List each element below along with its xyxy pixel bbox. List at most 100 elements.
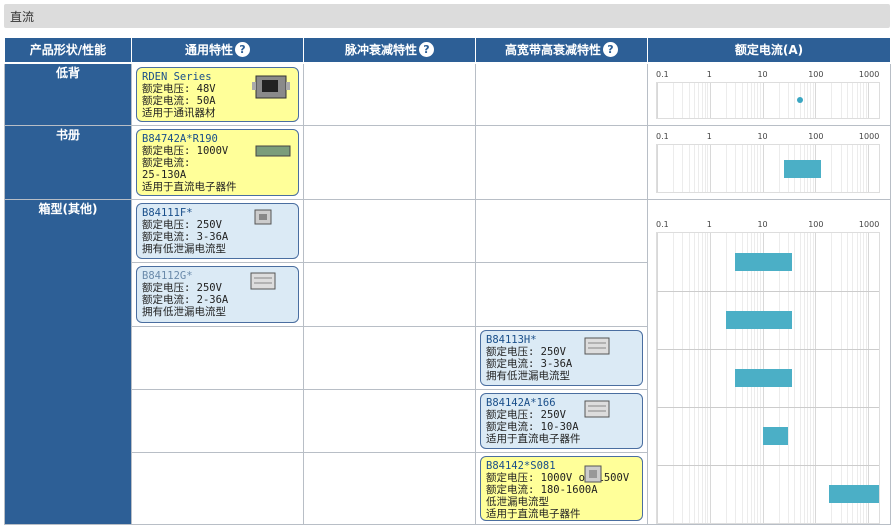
row-divider: [657, 465, 879, 467]
grid-line: [762, 145, 764, 193]
section-title-bar: 直流: [4, 4, 890, 28]
grid-line: [725, 233, 727, 523]
grid-line: [831, 82, 833, 119]
chart-plot: [656, 144, 880, 194]
grid-line: [682, 82, 684, 119]
current-range-bar: [734, 253, 792, 272]
header-rated-current: 额定电流(A): [647, 36, 891, 64]
product-card[interactable]: B84111F* 额定电压: 250V 额定电流: 3-36A 拥有低泄漏电流型: [136, 203, 299, 260]
row-group-book: 书册: [4, 125, 132, 201]
grid-line: [709, 82, 711, 119]
axis-tick-label: 1000: [858, 69, 880, 79]
grid-line: [815, 233, 817, 523]
grid-line: [778, 82, 780, 119]
grid-line: [754, 145, 756, 193]
grid-line: [810, 233, 812, 523]
product-card[interactable]: B84142A*166 额定电压: 250V 额定电流: 10-30A 适用于直…: [480, 392, 643, 449]
product-card[interactable]: B84742A*R190 额定电压: 1000V 额定电流: 25-130A 适…: [136, 129, 299, 197]
grid-line: [734, 82, 736, 119]
grid-line: [693, 233, 695, 523]
help-icon[interactable]: ?: [603, 42, 618, 58]
grid-line: [840, 145, 842, 193]
grid-line: [698, 145, 700, 193]
axis-tick-label: 1: [706, 132, 712, 142]
help-icon[interactable]: ?: [235, 42, 250, 58]
header-wideband: 高宽带高衰减特性?: [475, 36, 648, 64]
grid-line: [762, 82, 764, 119]
help-icon[interactable]: ?: [419, 42, 434, 58]
grid-line: [863, 82, 865, 119]
grid-line: [812, 82, 814, 119]
grid-line: [760, 145, 762, 193]
grid-line: [657, 145, 658, 193]
axis-tick-label: 100: [808, 220, 824, 230]
row-divider: [657, 407, 879, 409]
grid-line: [707, 82, 709, 119]
axis-tick-label: 10: [757, 220, 768, 230]
grid-line: [698, 82, 700, 119]
product-thumbnail-icon: [252, 75, 290, 99]
grid-line: [757, 82, 759, 119]
product-card[interactable]: B84142*S081 额定电压: 1000V or 1500V 额定电流: 1…: [480, 455, 643, 521]
grid-line: [746, 145, 748, 193]
grid-line: [701, 145, 703, 193]
axis-tick-label: 1000: [858, 220, 880, 230]
product-thumbnail-icon: [584, 400, 610, 418]
product-card[interactable]: B84113H* 额定电压: 250V 额定电流: 3-36A 拥有低泄漏电流型: [480, 329, 643, 386]
product-card[interactable]: B84112G* 额定电压: 250V 额定电流: 2-36A 拥有低泄漏电流型: [136, 266, 299, 323]
current-range-bar: [828, 485, 879, 504]
product-thumbnail-icon: [584, 465, 602, 483]
grid-line: [750, 82, 752, 119]
grid-line: [657, 233, 658, 523]
grid-line: [860, 233, 862, 523]
grid-line: [865, 145, 867, 193]
axis-tick-label: 1000: [858, 132, 880, 142]
grid-line: [815, 82, 817, 119]
grid-line: [725, 145, 727, 193]
grid-line: [860, 145, 862, 193]
row-group-box: 箱型(其他): [4, 199, 132, 525]
grid-line: [852, 82, 854, 119]
grid-line: [682, 145, 684, 193]
grid-line: [847, 145, 849, 193]
grid-line: [868, 145, 870, 193]
axis-tick-label: 0.1: [656, 132, 669, 142]
grid-line: [757, 145, 759, 193]
grid-line: [672, 233, 674, 523]
grid-line: [856, 82, 858, 119]
product-matrix-table: 产品形状/性能 通用特性? 脉冲衰减特性? 高宽带高衰减特性? 额定电流(A) …: [4, 36, 891, 525]
grid-line: [750, 145, 752, 193]
chart-plot: [656, 232, 880, 524]
chart-plot: [656, 81, 880, 120]
grid-line: [847, 82, 849, 119]
grid-line: [704, 233, 706, 523]
grid-line: [803, 233, 805, 523]
current-point: [796, 97, 803, 104]
row-group-low-profile: 低背: [4, 62, 132, 127]
current-chart-2: 0.1 1 10 100 1000: [647, 125, 891, 201]
grid-line: [840, 233, 842, 523]
axis-tick-label: 10: [757, 132, 768, 142]
product-card[interactable]: RDEN Series 额定电压: 48V 额定电流: 50A 适用于通讯器材: [136, 66, 299, 123]
grid-line: [852, 145, 854, 193]
grid-line: [672, 82, 674, 119]
grid-line: [701, 82, 703, 119]
product-thumbnail-icon: [254, 209, 272, 225]
row-divider: [657, 291, 879, 293]
product-thumbnail-icon: [584, 337, 610, 355]
grid-line: [688, 82, 690, 119]
axis-tick-label: 100: [808, 132, 824, 142]
grid-line: [734, 145, 736, 193]
current-range-bar: [783, 159, 822, 178]
grid-line: [741, 145, 743, 193]
grid-line: [847, 233, 849, 523]
grid-line: [807, 233, 809, 523]
grid-line: [698, 233, 700, 523]
grid-line: [778, 145, 780, 193]
grid-line: [672, 145, 674, 193]
grid-line: [709, 145, 711, 193]
grid-line: [807, 82, 809, 119]
axis-tick-label: 1: [706, 69, 712, 79]
